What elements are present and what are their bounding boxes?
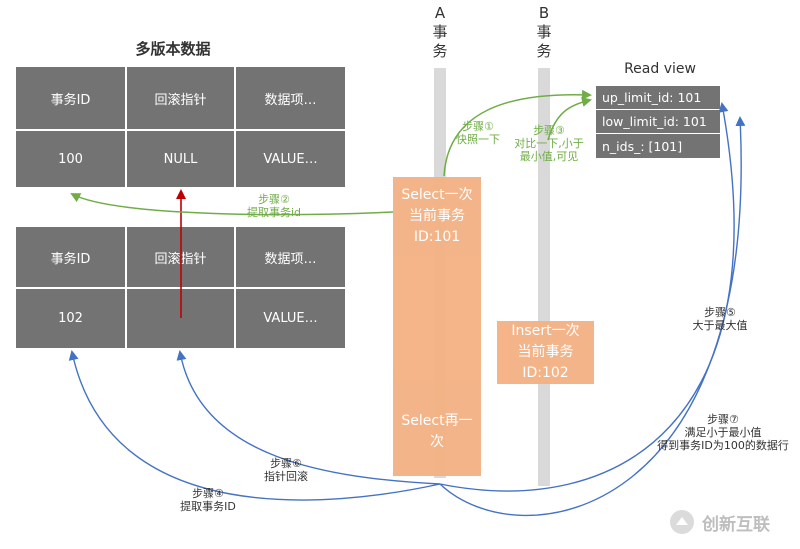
step6-label: 步骤⑥ 指针回滚	[256, 457, 316, 483]
step4-desc: 提取事务ID	[180, 500, 236, 513]
step7-arrow	[439, 116, 746, 517]
top-header-txid: 事务ID	[16, 67, 125, 129]
select1-line2: 当前事务	[409, 208, 465, 224]
read-view-title: Read view	[624, 61, 696, 77]
top-cell-txid: 100	[16, 131, 125, 187]
step5-desc: 大于最大值	[692, 319, 748, 332]
watermark-logo: 创新互联	[668, 507, 793, 537]
step1-label: 步骤① 快照一下	[448, 120, 508, 146]
select2-line2: 次	[430, 434, 444, 450]
read-view-n-ids: n_ids_: [101]	[596, 134, 720, 158]
step3-arrow	[547, 97, 592, 141]
step5-arrow	[439, 102, 735, 492]
top-cell-rollptr: NULL	[127, 131, 234, 187]
lane-a-char1: 事	[432, 23, 448, 41]
step4-arrow	[68, 350, 441, 501]
transaction-a-box: Select一次 当前事务 ID:101 Select再一 次	[393, 177, 481, 476]
step5-label: 步骤⑤ 大于最大值	[680, 306, 760, 332]
step7-desc2: 得到事务ID为100的数据行	[657, 439, 789, 452]
top-header-rollptr: 回滚指针	[127, 67, 234, 129]
step2-arrow	[70, 193, 394, 216]
lane-b-char1: 事	[536, 23, 552, 41]
step3-label: 步骤③ 对比一下,小于 最小值,可见	[509, 124, 589, 163]
step5-title: 步骤⑤	[704, 306, 736, 319]
read-view-up-limit: up_limit_id: 101	[596, 86, 720, 110]
bottom-header-txid: 事务ID	[16, 227, 125, 287]
select1-line3: ID:101	[413, 229, 461, 245]
step4-label: 步骤④ 提取事务ID	[168, 487, 248, 513]
transaction-b-box: Insert一次 当前事务 ID:102	[497, 321, 594, 384]
step6-arrow	[176, 350, 441, 485]
select1-line1: Select一次	[401, 187, 473, 203]
insert-line1: Insert一次	[511, 323, 580, 339]
step4-title: 步骤④	[192, 487, 224, 500]
diagram-title: 多版本数据	[135, 40, 211, 58]
lane-a-char2: 务	[432, 42, 448, 60]
insert-line3: ID:102	[522, 365, 569, 381]
bottom-header-data: 数据项…	[236, 227, 345, 287]
step6-title: 步骤⑥	[270, 457, 302, 470]
lane-b-label: B 事 务	[534, 4, 554, 61]
step3-desc1: 对比一下,小于	[514, 137, 584, 150]
step7-label: 步骤⑦ 满足小于最小值 得到事务ID为100的数据行	[648, 413, 798, 452]
step6-desc: 指针回滚	[264, 470, 308, 483]
lane-b-letter: B	[538, 4, 550, 22]
step7-title: 步骤⑦	[707, 413, 739, 426]
step1-desc: 快照一下	[456, 133, 500, 146]
read-view-low-limit: low_limit_id: 101	[596, 110, 720, 134]
top-cell-data: VALUE…	[236, 131, 345, 187]
bottom-cell-txid: 102	[16, 289, 125, 348]
step3-title: 步骤③	[533, 124, 565, 137]
lane-a-letter: A	[434, 4, 446, 22]
step2-desc: 提取事务id	[246, 206, 302, 219]
select2-line1: Select再一	[401, 413, 473, 429]
step2-title: 步骤②	[258, 193, 290, 206]
step1-arrow	[443, 89, 592, 177]
bottom-cell-data: VALUE…	[236, 289, 345, 348]
step7-desc1: 满足小于最小值	[684, 426, 762, 439]
top-header-data: 数据项…	[236, 67, 345, 129]
lane-b-char2: 务	[536, 42, 552, 60]
insert-line2: 当前事务	[517, 344, 574, 360]
step2-label: 步骤② 提取事务id	[234, 193, 314, 219]
logo-icon	[670, 510, 694, 534]
logo-text: 创新互联	[702, 514, 770, 535]
step3-desc2: 最小值,可见	[519, 150, 579, 163]
lane-a-label: A 事 务	[430, 4, 450, 61]
step1-title: 步骤①	[462, 120, 494, 133]
